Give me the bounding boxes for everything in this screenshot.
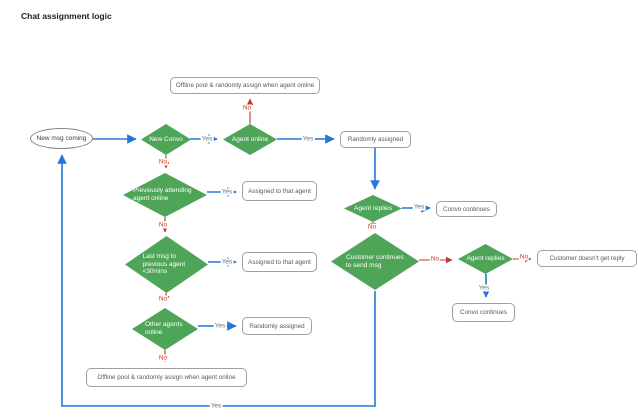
label-lastmsg-no: No [157,295,169,303]
node-start-label: New msg coming [36,135,87,142]
node-customer-no-reply: Customer doesn't get reply [537,250,637,267]
node-customer-no-reply-label: Customer doesn't get reply [549,255,625,262]
node-assigned-agent-2: Assigned to that agent [242,252,317,272]
node-convo-continues-2: Convo continues [452,303,515,322]
node-new-convo-label: New Convo [149,135,183,143]
node-convo-continues-1: Convo continues [436,201,497,217]
node-assigned-agent-1-label: Assigned to that agent [248,187,311,195]
label-replies1-no: No [366,223,378,231]
label-prevattending-yes: Yes [220,188,234,196]
node-agent-replies-1-label: Agent replies [354,204,392,212]
label-otheragents-yes: Yes [213,322,227,330]
node-offline-pool-top: Offline pool & randomly assign when agen… [170,77,320,94]
label-customer-no: No [429,255,441,263]
label-replies1-yes: Yes [412,203,426,211]
node-randomly-assigned-top-label: Randomly assigned [347,136,404,143]
label-otheragents-no: No [157,354,169,362]
label-agentonline-no: No [241,104,253,112]
label-loop-yes: Yes [209,402,223,410]
node-agent-replies-2-label: Agent replies [466,255,505,263]
page-title: Chat assignment logic [21,11,112,21]
node-randomly-assigned-top: Randomly assigned [340,131,411,148]
node-offline-pool-bottom-label: Offline pool & randomly assign when agen… [97,374,236,381]
node-start: New msg coming [30,128,93,149]
label-replies2-no: No [518,253,530,261]
label-lastmsg-yes: Yes [220,258,234,266]
label-prevattending-no: No [157,221,169,229]
node-offline-pool-bottom: Offline pool & randomly assign when agen… [86,368,247,387]
node-other-agents-label: Other agents online [145,321,183,336]
node-customer-continues-label: Customer continues to send msg [346,253,404,269]
label-newconvo-no: No [157,158,169,166]
node-randomly-assigned-2-label: Randomly assigned [249,322,305,330]
node-last-msg-label: Last msg to previous agent <30mins [142,253,186,276]
node-convo-continues-1-label: Convo continues [443,205,490,213]
node-agent-online-label: Agent online [231,135,269,143]
label-newconvo-yes: Yes [200,135,214,143]
node-offline-pool-top-label: Offline pool & randomly assign when agen… [175,82,315,89]
node-prev-attending-label: Previously attending agent online [133,187,192,202]
node-randomly-assigned-2: Randomly assigned [242,317,312,335]
node-assigned-agent-1: Assigned to that agent [242,181,317,201]
label-replies2-yes: Yes [477,284,491,292]
node-assigned-agent-2-label: Assigned to that agent [248,258,311,266]
node-convo-continues-2-label: Convo continues [460,309,507,316]
label-agentonline-yes: Yes [301,135,315,143]
